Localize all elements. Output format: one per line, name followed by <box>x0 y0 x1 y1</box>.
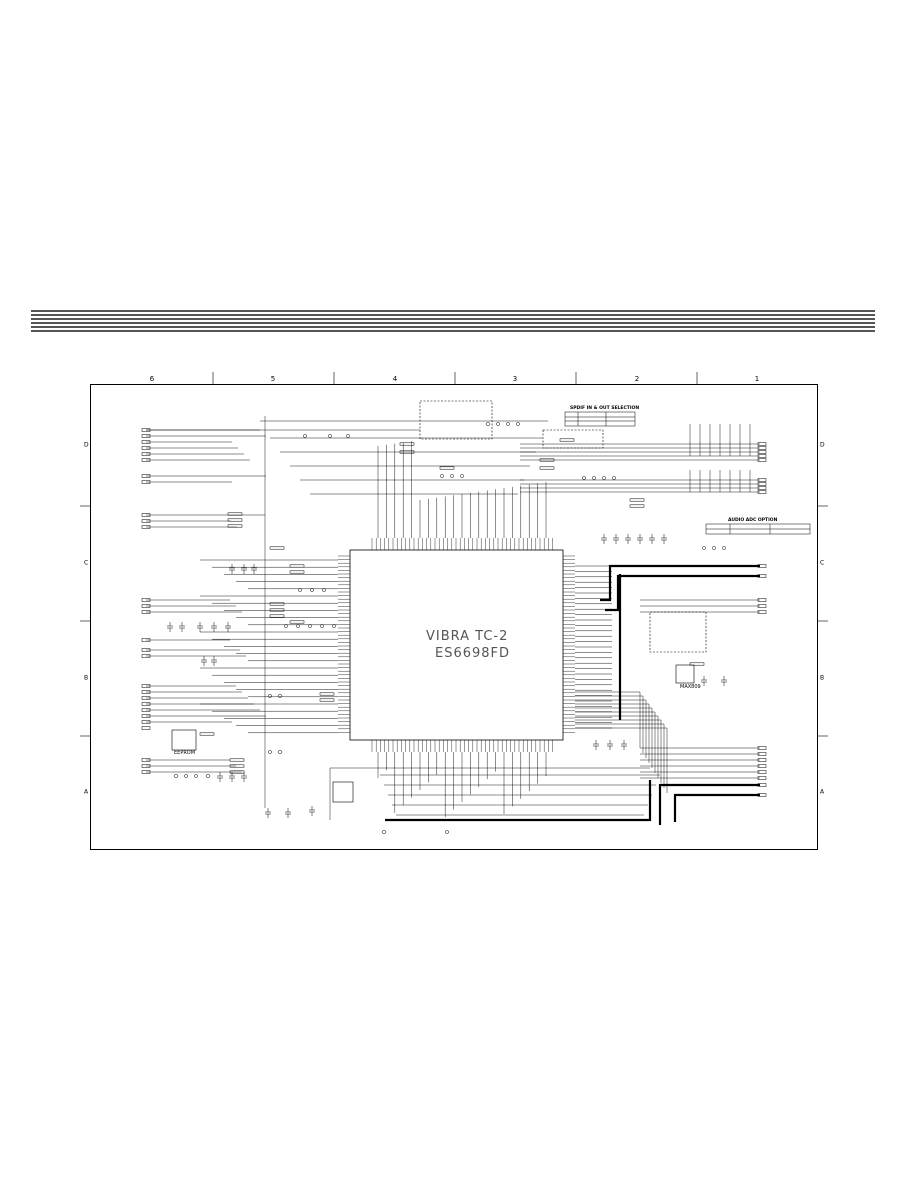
eeprom-chip <box>171 729 197 751</box>
bus-lines <box>385 564 760 825</box>
audio-adc-table-title: AUDIO ADC OPTION <box>728 518 778 523</box>
grid-row-c-left: C <box>84 559 89 567</box>
grid-col-6: 6 <box>149 375 155 383</box>
chip-part: ES6698FD <box>435 646 511 661</box>
grid-col-4: 4 <box>392 375 398 383</box>
grid-col-2: 2 <box>634 375 640 383</box>
option-tables <box>564 411 811 535</box>
grid-row-b-right: B <box>820 674 825 682</box>
schematic-frame <box>90 384 818 850</box>
lower-chip <box>332 781 354 803</box>
grid-row-a-left: A <box>84 788 89 796</box>
grid-row-b-left: B <box>84 674 89 682</box>
grid-row-d-left: D <box>84 441 89 449</box>
main-chip <box>349 549 564 741</box>
spdif-table-title: SPDIF IN & OUT SELECTION <box>570 406 640 411</box>
max809-label: MAX809 <box>680 684 701 690</box>
dashed-boxes <box>419 400 707 653</box>
chip-name: VIBRA TC-2 <box>426 629 509 644</box>
eeprom-label: EEPROM <box>174 750 196 756</box>
grid-row-c-right: C <box>820 559 825 567</box>
max809-chip <box>675 664 695 684</box>
grid-col-1: 1 <box>754 375 760 383</box>
grid-col-5: 5 <box>270 375 276 383</box>
header-stripes <box>31 310 875 332</box>
grid-col-3: 3 <box>512 375 518 383</box>
grid-row-d-right: D <box>820 441 825 449</box>
grid-row-a-right: A <box>820 788 825 796</box>
